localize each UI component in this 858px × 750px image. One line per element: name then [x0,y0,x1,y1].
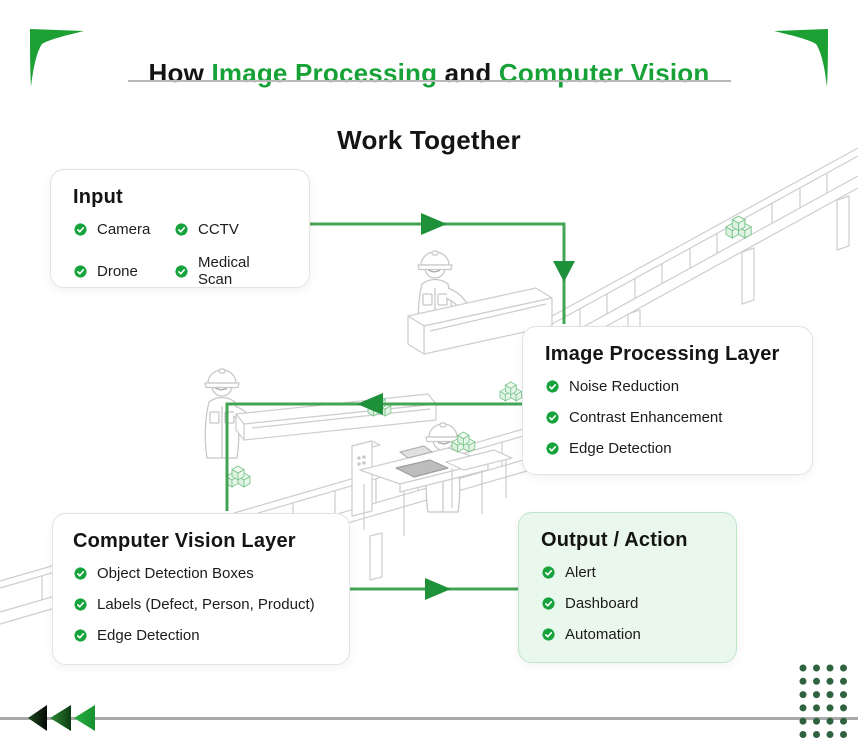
title-highlight-computer-vision: Computer Vision [498,58,710,89]
page-title: How Image Processing and Computer Vision [0,58,858,89]
title-conjunction: and [444,58,492,89]
card-output-title: Output / Action [541,529,688,551]
check-badge-icon [546,411,559,424]
worker-left [204,368,256,459]
item-label: Dashboard [565,595,639,612]
item-label: Edge Detection [97,627,200,644]
list-item: Alert [541,564,714,581]
worker-top-center [417,250,469,341]
check-badge-icon [74,567,87,580]
card-input: Input Camera CCTV Drone Medical Scan [50,169,310,288]
list-item: CCTV [174,221,287,238]
check-badge-icon [175,223,188,236]
card-image-processing-title: Image Processing Layer [545,343,780,365]
item-label: Edge Detection [569,440,672,457]
item-label: CCTV [198,221,239,238]
card-computer-vision-title: Computer Vision Layer [73,530,296,552]
footer-divider-line [0,717,858,720]
plank-left [235,393,437,441]
item-label: Camera [97,221,151,238]
list-item: Labels (Defect, Person, Product) [73,596,329,613]
check-badge-icon [74,629,87,642]
list-item: Contrast Enhancement [545,409,790,426]
check-badge-icon [546,380,559,393]
check-badge-icon [542,597,555,610]
arrowhead-left-icon [357,393,383,415]
worker-at-desk [409,422,461,513]
check-badge-icon [542,628,555,641]
list-item: Automation [541,626,714,643]
green-boxes-icon [500,382,522,401]
arrow-input-to-image-processing [310,222,566,324]
card-input-title: Input [73,186,123,208]
check-badge-icon [74,598,87,611]
arrow-image-processing-to-computer-vision [225,402,522,511]
item-label: Medical Scan [198,254,250,288]
item-label: Labels (Defect, Person, Product) [97,596,315,613]
item-label: Noise Reduction [569,378,680,395]
list-item: Object Detection Boxes [73,565,329,582]
title-highlight-image-processing: Image Processing [211,58,438,89]
arrowhead-right-icon [421,213,447,235]
arrowhead-down-icon [553,261,575,282]
check-badge-icon [542,566,555,579]
card-output-action: Output / Action Alert Dashboard Automati… [518,512,737,663]
check-badge-icon [74,223,87,236]
list-item: Dashboard [541,595,714,612]
title-prefix: How [148,58,205,89]
check-badge-icon [74,264,87,278]
check-badge-icon [175,264,188,278]
item-label: Contrast Enhancement [569,409,723,426]
title-divider [128,80,731,82]
list-item: Camera [73,221,174,238]
green-boxes-icon [368,396,391,416]
check-badge-icon [546,442,559,455]
page-subtitle: Work Together [337,124,521,155]
card-image-processing-layer: Image Processing Layer Noise Reduction C… [522,326,813,475]
list-item: Noise Reduction [545,378,790,395]
card-computer-vision-layer: Computer Vision Layer Object Detection B… [52,513,350,665]
item-label: Alert [565,564,596,581]
inspection-desk [351,440,513,536]
list-item: Edge Detection [73,627,329,644]
item-label: Object Detection Boxes [97,565,254,582]
green-boxes-icon [726,216,751,238]
list-item: Edge Detection [545,440,790,457]
list-item: Drone [73,254,174,288]
arrowhead-right-icon [425,578,451,600]
green-boxes-icon [452,432,475,452]
item-label: Automation [565,626,641,643]
green-boxes-icon [226,466,250,487]
list-item: Medical Scan [174,254,287,288]
item-label: Drone [97,262,138,280]
dot-grid-icon [799,664,847,738]
